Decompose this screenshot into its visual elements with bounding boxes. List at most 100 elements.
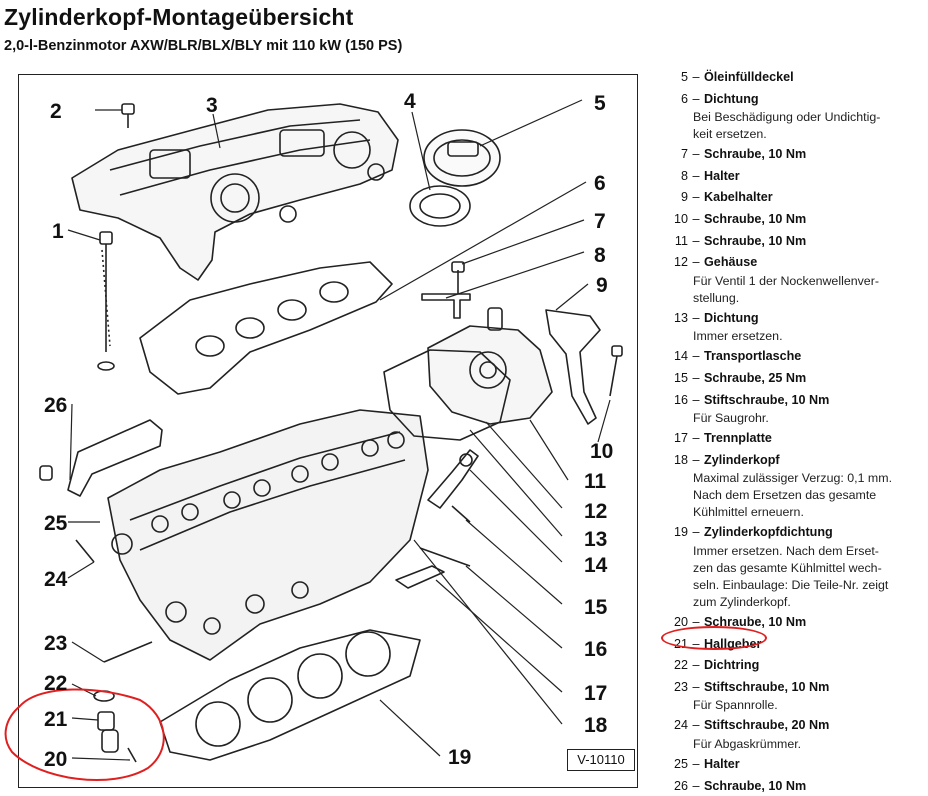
legend-item: 15 – Schraube, 25 Nm <box>648 371 806 385</box>
hallgeber-legend-highlight <box>661 626 767 650</box>
legend-item-label: Schraube, 10 Nm <box>704 233 807 248</box>
legend-item-number: 25 <box>673 757 688 771</box>
legend-item-note: Immer ersetzen. <box>693 329 783 344</box>
legend-item-number: 12 <box>673 255 688 270</box>
legend-item-label: Zylinderkopfdichtung <box>704 525 833 540</box>
hallgeber-highlight-drawing <box>4 688 165 781</box>
legend-item-dash: – <box>692 147 700 162</box>
legend-item-label: Halter <box>704 757 740 771</box>
callout-24: 24 <box>44 568 68 591</box>
legend-item: 22 – Dichtring <box>648 658 759 672</box>
legend-item: 13 – Dichtung <box>648 311 759 325</box>
legend-item: 26 – Schraube, 10 Nm <box>648 779 806 793</box>
legend-item-number: 15 <box>673 371 688 385</box>
legend-item-dash: – <box>692 310 700 325</box>
head-gasket-drawing <box>159 629 421 761</box>
exploded-view-diagram: 1 2 3 4 5 6 7 8 9 10 11 12 13 14 15 16 1… <box>4 90 623 781</box>
legend-item-label: Zylinderkopf <box>704 452 780 467</box>
legend-item: 18 – Zylinderkopf <box>648 453 780 467</box>
legend-item-number: 10 <box>673 212 688 226</box>
callout-16: 16 <box>584 638 607 661</box>
legend-item-label: Stiftschraube, 10 Nm <box>704 392 830 407</box>
legend-item-dash: – <box>692 718 700 733</box>
legend-item-dash: – <box>692 70 700 84</box>
callout-23: 23 <box>44 632 67 655</box>
legend-item-dash: – <box>692 255 700 270</box>
legend-item-dash: – <box>692 168 700 183</box>
legend-item: 5 – Öleinfülldeckel <box>648 70 794 84</box>
cap-seal-drawing <box>409 185 471 227</box>
callout-10: 10 <box>590 440 613 463</box>
callout-25: 25 <box>44 512 68 535</box>
legend-item-number: 9 <box>680 190 688 205</box>
legend-item: 8 – Halter <box>648 169 740 183</box>
valve-cover-drawing <box>71 103 399 281</box>
legend-item-note: Bei Beschädigung oder Undichtig- keit er… <box>693 110 881 142</box>
legend-item-number: 20 <box>673 615 688 629</box>
callout-5: 5 <box>594 92 606 115</box>
legend-item-label: Schraube, 10 Nm <box>704 778 807 793</box>
legend-item-label: Schraube, 10 Nm <box>704 212 807 226</box>
legend-item: 24 – Stiftschraube, 20 Nm <box>648 718 829 732</box>
callout-18: 18 <box>584 714 608 737</box>
legend-item-label: Stiftschraube, 10 Nm <box>704 679 830 694</box>
legend-item-number: 13 <box>673 310 688 325</box>
legend-item-dash: – <box>692 615 700 629</box>
legend-item-number: 26 <box>673 778 688 793</box>
legend-item-label: Schraube, 10 Nm <box>704 615 807 629</box>
cylinder-head-drawing <box>107 409 429 661</box>
legend-item-dash: – <box>692 190 700 205</box>
legend-item-number: 16 <box>673 392 688 407</box>
legend-item-label: Schraube, 25 Nm <box>704 371 807 385</box>
legend-item-number: 18 <box>673 452 688 467</box>
valve-cover-gasket-drawing <box>139 261 393 395</box>
legend-item-label: Trennplatte <box>704 431 772 446</box>
callout-9: 9 <box>596 274 608 297</box>
callout-13: 13 <box>584 528 607 551</box>
legend-item: 10 – Schraube, 10 Nm <box>648 212 806 226</box>
legend-item-number: 6 <box>680 91 688 106</box>
callout-17: 17 <box>584 682 607 705</box>
callout-14: 14 <box>584 554 608 577</box>
legend-item-note: Für Spannrolle. <box>693 698 778 713</box>
camshaft-valve-housing-drawing <box>427 325 553 425</box>
legend-item-dash: – <box>692 233 700 248</box>
legend-item-label: Öleinfülldeckel <box>704 70 794 84</box>
legend-item-label: Stiftschraube, 20 Nm <box>704 718 830 733</box>
oil-filler-cap-drawing <box>423 129 501 187</box>
diagram-frame <box>18 74 638 788</box>
callout-21: 21 <box>44 708 68 731</box>
callout-1: 1 <box>52 220 64 243</box>
legend-item: 23 – Stiftschraube, 10 Nm <box>648 680 829 694</box>
legend-item-note: Für Saugrohr. <box>693 411 769 426</box>
legend-item: 25 – Halter <box>648 757 740 771</box>
legend-item-dash: – <box>692 778 700 793</box>
legend-item-dash: – <box>692 91 700 106</box>
legend-item-number: 8 <box>680 168 688 183</box>
callout-6: 6 <box>594 172 606 195</box>
legend-item-dash: – <box>692 525 700 540</box>
legend-item: 19 – Zylinderkopfdichtung <box>648 525 833 539</box>
callout-11: 11 <box>584 470 607 493</box>
legend-item-label: Gehäuse <box>704 255 758 270</box>
callout-26: 26 <box>44 394 67 417</box>
legend-item-label: Kabelhalter <box>704 190 773 205</box>
legend-item-number: 22 <box>673 658 688 673</box>
legend-item-label: Schraube, 10 Nm <box>704 147 807 162</box>
legend-item-number: 19 <box>673 525 688 540</box>
callout-20: 20 <box>44 748 67 771</box>
page-subtitle: 2,0-l-Benzinmotor AXW/BLR/BLX/BLY mit 11… <box>4 38 403 54</box>
callout-3: 3 <box>206 94 218 117</box>
callout-2: 2 <box>50 100 62 123</box>
callout-7: 7 <box>594 210 606 233</box>
legend-item-dash: – <box>692 349 700 364</box>
callout-15: 15 <box>584 596 608 619</box>
legend-item-number: 14 <box>673 349 688 364</box>
legend-item-dash: – <box>692 212 700 226</box>
legend-item-dash: – <box>692 392 700 407</box>
legend-item: 6 – Dichtung <box>648 92 759 106</box>
legend-item-dash: – <box>692 658 700 673</box>
legend-item-number: 17 <box>673 431 688 446</box>
legend-item: 16 – Stiftschraube, 10 Nm <box>648 393 829 407</box>
legend-item-number: 5 <box>680 70 688 84</box>
